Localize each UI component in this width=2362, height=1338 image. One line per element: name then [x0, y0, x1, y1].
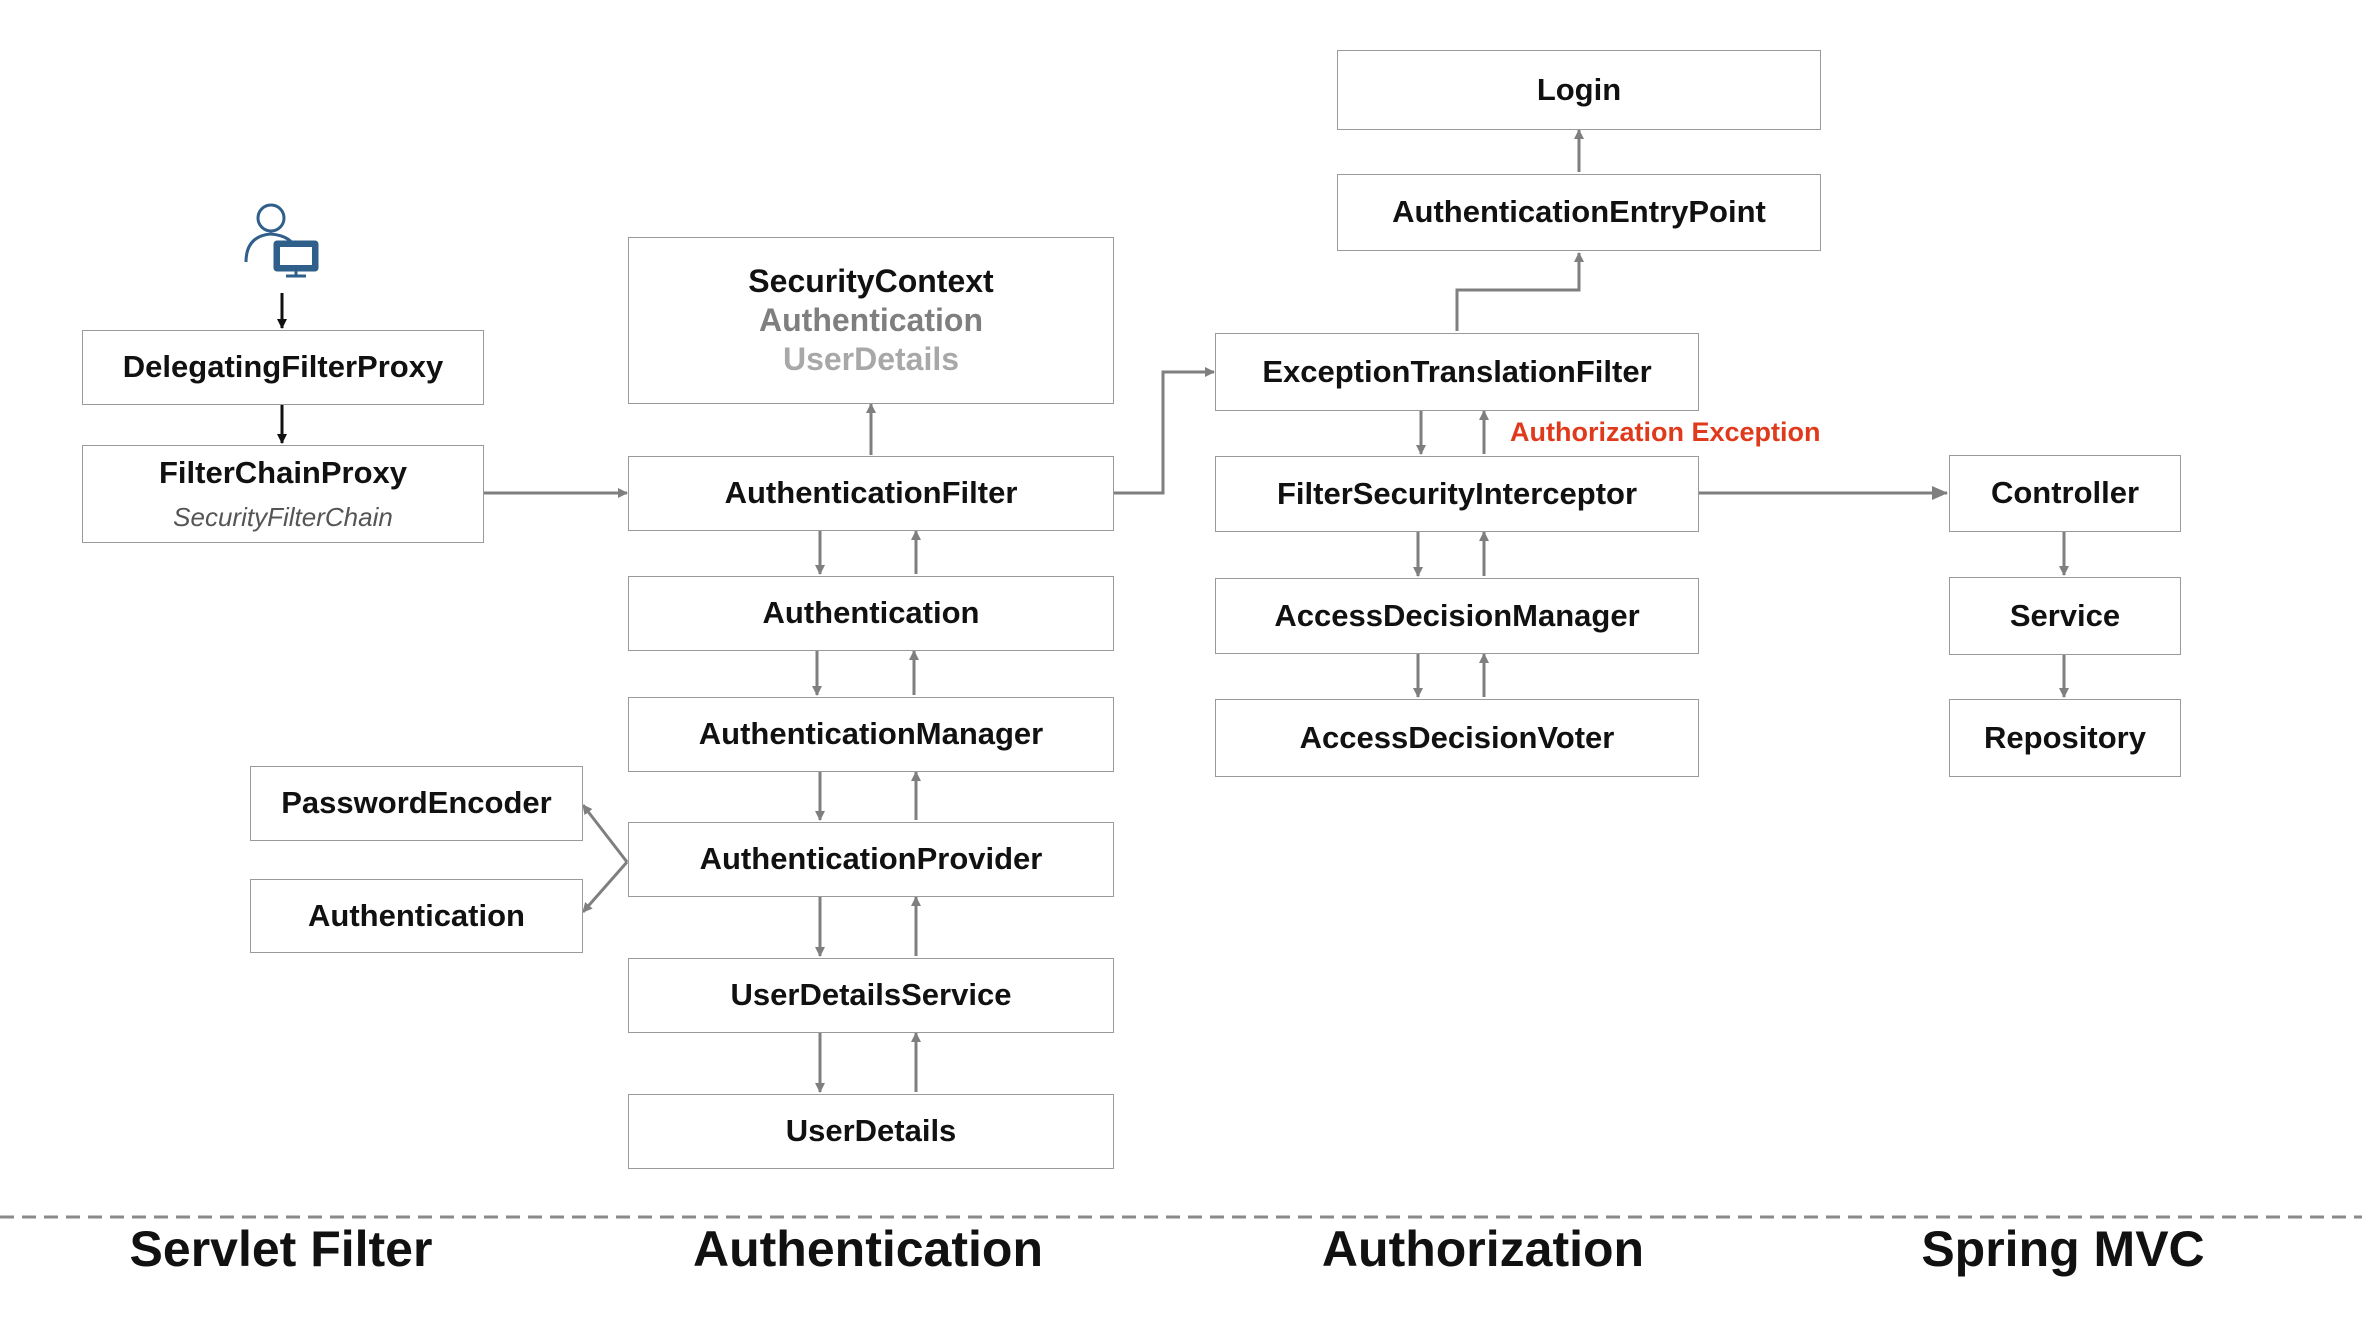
- user-details-label: UserDetails: [785, 1113, 957, 1149]
- authentication-entry-point-box: AuthenticationEntryPoint: [1337, 174, 1821, 251]
- authentication-box: Authentication: [628, 576, 1114, 651]
- login-box: Login: [1337, 50, 1821, 130]
- authentication-manager-box: AuthenticationManager: [628, 697, 1114, 772]
- user-details-service-label: UserDetailsService: [730, 977, 1012, 1013]
- access-decision-voter-box: AccessDecisionVoter: [1215, 699, 1699, 777]
- security-context-authentication-label: Authentication: [759, 301, 983, 338]
- arrow-provider-to-passwordencoder: [581, 804, 629, 863]
- delegating-filter-proxy-box: DelegatingFilterProxy: [82, 330, 484, 405]
- filter-chain-proxy-label: FilterChainProxy: [158, 455, 408, 491]
- authentication-provider-box: AuthenticationProvider: [628, 822, 1114, 897]
- authentication-side-box: Authentication: [250, 879, 583, 953]
- authentication-side-label: Authentication: [308, 897, 525, 933]
- security-context-box: SecurityContext Authentication UserDetai…: [628, 237, 1114, 404]
- filter-chain-proxy-box: FilterChainProxy SecurityFilterChain: [82, 445, 484, 543]
- controller-label: Controller: [1990, 475, 2140, 511]
- arrow-exceptiontranslation-to-entrypoint: [1455, 252, 1584, 331]
- login-label: Login: [1536, 71, 1622, 107]
- authentication-filter-label: AuthenticationFilter: [724, 475, 1018, 511]
- authentication-entry-point-label: AuthenticationEntryPoint: [1392, 194, 1766, 230]
- access-decision-voter-label: AccessDecisionVoter: [1299, 719, 1615, 755]
- service-label: Service: [2009, 597, 2121, 633]
- access-decision-manager-box: AccessDecisionManager: [1215, 578, 1699, 654]
- security-filter-chain-label: SecurityFilterChain: [173, 502, 393, 533]
- section-authentication: Authentication: [693, 1221, 1043, 1277]
- authorization-exception-note: Authorization Exception: [1510, 417, 1821, 447]
- user-computer-icon: [244, 203, 319, 278]
- security-context-label: SecurityContext: [748, 262, 994, 299]
- section-servlet-filter: Servlet Filter: [129, 1221, 433, 1277]
- section-authorization: Authorization: [1321, 1221, 1645, 1277]
- security-context-user-details-label: UserDetails: [782, 341, 960, 378]
- repository-box: Repository: [1949, 699, 2181, 777]
- user-details-box: UserDetails: [628, 1094, 1114, 1169]
- exception-translation-filter-label: ExceptionTranslationFilter: [1262, 353, 1652, 389]
- exception-translation-filter-box: ExceptionTranslationFilter: [1215, 333, 1699, 411]
- controller-box: Controller: [1949, 455, 2181, 532]
- authentication-provider-label: AuthenticationProvider: [699, 841, 1043, 877]
- authentication-label: Authentication: [762, 595, 980, 631]
- arrow-authfilter-to-exceptiontranslation: [1114, 367, 1215, 495]
- service-box: Service: [1949, 577, 2181, 655]
- filter-security-interceptor-label: FilterSecurityInterceptor: [1276, 475, 1638, 511]
- section-spring-mvc: Spring MVC: [1921, 1221, 2205, 1277]
- user-details-service-box: UserDetailsService: [628, 958, 1114, 1033]
- filter-security-interceptor-box: FilterSecurityInterceptor: [1215, 456, 1699, 532]
- password-encoder-label: PasswordEncoder: [281, 785, 552, 821]
- delegating-filter-proxy-label: DelegatingFilterProxy: [122, 349, 444, 385]
- repository-label: Repository: [1984, 719, 2146, 755]
- authentication-manager-label: AuthenticationManager: [698, 716, 1044, 752]
- arrow-provider-to-authentication: [581, 861, 629, 913]
- password-encoder-box: PasswordEncoder: [250, 766, 583, 841]
- authentication-filter-box: AuthenticationFilter: [628, 456, 1114, 531]
- access-decision-manager-label: AccessDecisionManager: [1274, 597, 1640, 633]
